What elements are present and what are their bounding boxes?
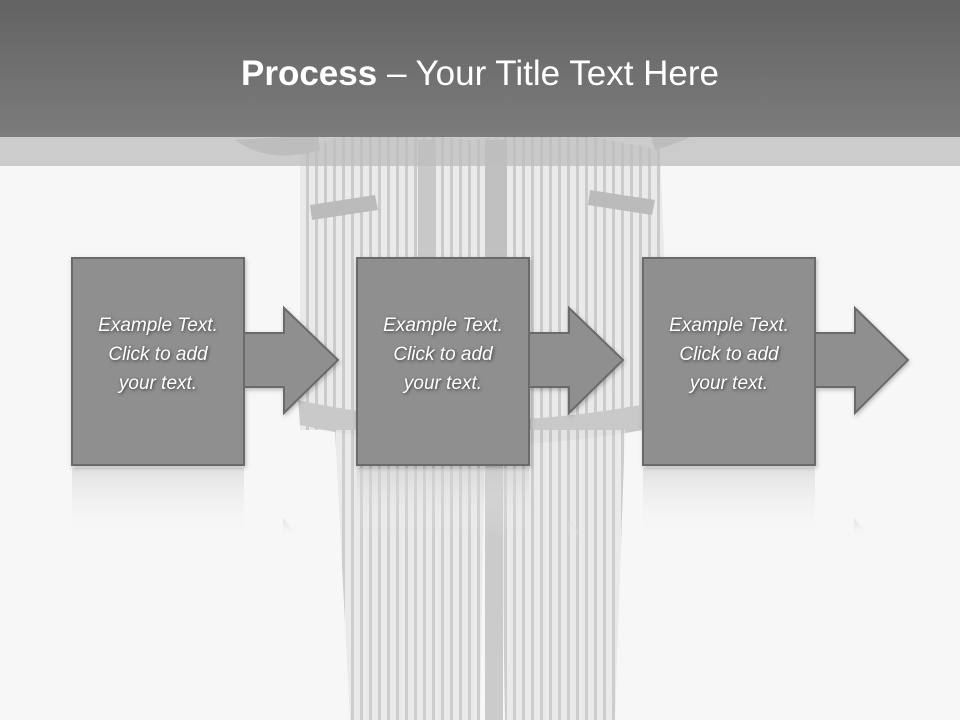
step-box bbox=[642, 257, 816, 466]
step-2-line-3: your text. bbox=[403, 373, 483, 394]
step-1-line-1: Example Text. bbox=[98, 315, 218, 336]
slide-title[interactable]: Process – Your Title Text Here bbox=[0, 50, 960, 98]
step-3-line-1: Example Text. bbox=[669, 315, 789, 336]
process-step-2[interactable] bbox=[356, 257, 625, 466]
step-box bbox=[356, 257, 530, 466]
process-step-1[interactable] bbox=[71, 257, 340, 466]
step-2-text[interactable]: Example Text. Click to add your text. bbox=[357, 311, 529, 398]
title-bold-text: Process bbox=[241, 54, 378, 93]
title-accent-band bbox=[0, 137, 960, 166]
right-arrow-icon bbox=[528, 305, 625, 416]
step-3-line-2: Click to add bbox=[679, 344, 779, 365]
right-arrow-icon bbox=[243, 305, 340, 416]
step-1-line-2: Click to add bbox=[108, 344, 208, 365]
step-3-text[interactable]: Example Text. Click to add your text. bbox=[643, 311, 815, 398]
step-2-line-1: Example Text. bbox=[383, 315, 503, 336]
reflections bbox=[72, 468, 871, 538]
step-3-line-3: your text. bbox=[689, 373, 769, 394]
step-1-text[interactable]: Example Text. Click to add your text. bbox=[72, 311, 244, 398]
title-rest-text: – Your Title Text Here bbox=[377, 54, 719, 93]
step-1-line-3: your text. bbox=[118, 373, 198, 394]
step-2-line-2: Click to add bbox=[393, 344, 493, 365]
title-bar bbox=[0, 0, 960, 137]
right-arrow-icon bbox=[814, 305, 910, 416]
process-step-3[interactable] bbox=[642, 257, 910, 466]
step-box bbox=[71, 257, 245, 466]
